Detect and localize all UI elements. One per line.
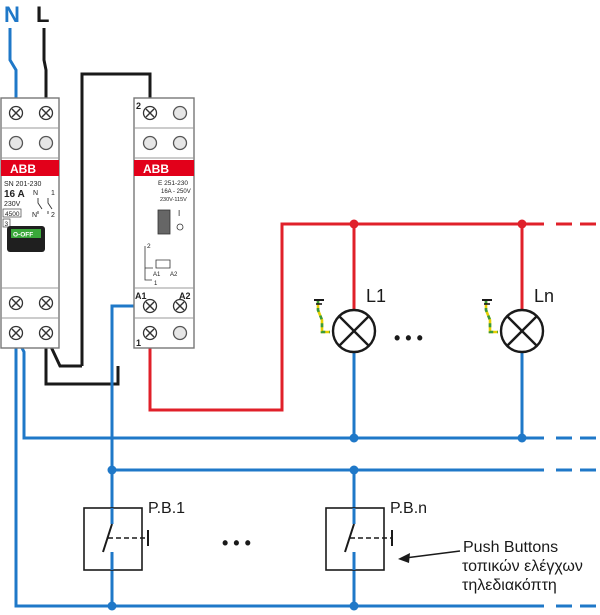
push-button-1-label: P.B.1: [148, 500, 185, 517]
breaker-pole-2: 2: [51, 212, 55, 219]
breaker-to-relay-a1-wire: [44, 336, 120, 386]
push-button-n-label: P.B.n: [390, 500, 427, 517]
relay-terminal-1-label: 1: [136, 338, 141, 348]
annotation-arrow: [404, 550, 461, 559]
lamp-1: [331, 308, 377, 354]
relay-top-screw: [142, 105, 158, 121]
breaker-bottom-screw-1: [8, 295, 24, 311]
relay-bottom-screw: [142, 325, 158, 341]
control-bus-wire: [110, 304, 544, 472]
bottom-return-wire: [14, 336, 544, 608]
relay-top-plug-2: [142, 135, 158, 151]
breaker-class: 3: [5, 221, 9, 228]
relay-model: E 251-230: [158, 180, 188, 187]
lamp-1-ground-symbol: [314, 299, 330, 334]
push-button-n: [325, 507, 393, 571]
relay-top-plug-1: [172, 105, 188, 121]
lamp-n-label: Ln: [534, 286, 554, 306]
annotation-line-3: τηλεδιακόπτη: [462, 577, 557, 594]
line-entry-wire: [42, 28, 48, 102]
lamp-ellipsis: • • •: [394, 328, 423, 348]
neutral-entry-wire: [8, 28, 18, 102]
breaker-rating: 16 A: [4, 189, 25, 200]
lamp-n: [499, 308, 545, 354]
relay-symbol-a2: A2: [170, 272, 178, 278]
breaker-top-screw-n: [8, 105, 24, 121]
breaker-voltage: 230V: [4, 201, 21, 208]
breaker-top-plug-l: [38, 135, 54, 151]
breaker-bottom-screw-4: [38, 325, 54, 341]
circuit-breaker: ABB SN 201-230 16 A 230V 4500 3 N 1 N 2 …: [0, 97, 60, 349]
breaker-contact-symbol: [37, 198, 53, 214]
junction-dots: [107, 219, 527, 611]
relay-rating: 16A - 250V: [161, 189, 191, 195]
relay-lever[interactable]: [157, 209, 171, 235]
relay-coil: 230V-115V: [160, 197, 187, 203]
relay-terminal-a1-label: A1: [135, 291, 147, 301]
relay-terminal-top-label: 2: [136, 101, 141, 111]
lamp-1-label: L1: [366, 286, 386, 306]
breaker-brand: ABB: [10, 162, 36, 176]
relay-terminal-a2-label: A2: [179, 291, 191, 301]
breaker-top-screw-l: [38, 105, 54, 121]
relay-a2-screw: [172, 298, 188, 314]
lamp-n-ground-symbol: [482, 299, 498, 334]
breaker-pole-1: 1: [51, 190, 55, 197]
relay-symbol-terminal-top: 2: [147, 243, 151, 250]
breaker-model: SN 201-230: [4, 181, 41, 188]
neutral-terminal-label: N: [4, 2, 20, 27]
annotation-arrowhead: [398, 553, 410, 563]
breaker-pole-n-bottom: N: [32, 212, 37, 219]
relay-symbol-terminal-bottom: 1: [154, 281, 158, 287]
relay-brand: ABB: [143, 162, 169, 176]
annotation-line-2: τοπικών ελέγχων: [462, 558, 583, 575]
relay-top-plug-3: [172, 135, 188, 151]
breaker-toggle-label: O-OFF: [13, 232, 33, 239]
relay-bottom-plug: [172, 325, 188, 341]
breaker-top-plug-n: [8, 135, 24, 151]
relay-a1-screw: [142, 298, 158, 314]
push-button-1: [83, 507, 149, 571]
breaker-bottom-screw-3: [8, 325, 24, 341]
relay-symbol: [144, 246, 171, 281]
breaker-capacity: 4500: [5, 211, 20, 218]
push-button-ellipsis: • • •: [222, 533, 251, 553]
relay-symbol-a1: A1: [153, 272, 161, 278]
breaker-bottom-screw-2: [38, 295, 54, 311]
impulse-relay: 2 ABB E 251-230 16A - 250V 230V-115V I 2…: [133, 97, 195, 349]
annotation-line-1: Push Buttons: [463, 539, 558, 556]
line-terminal-label: L: [36, 2, 49, 27]
switched-live-wire: [148, 222, 544, 412]
breaker-to-relay-top-wire: [80, 72, 152, 366]
breaker-pole-n: N: [33, 190, 38, 197]
relay-switch-label: I: [178, 209, 180, 218]
neutral-bus-wire: [14, 335, 544, 440]
